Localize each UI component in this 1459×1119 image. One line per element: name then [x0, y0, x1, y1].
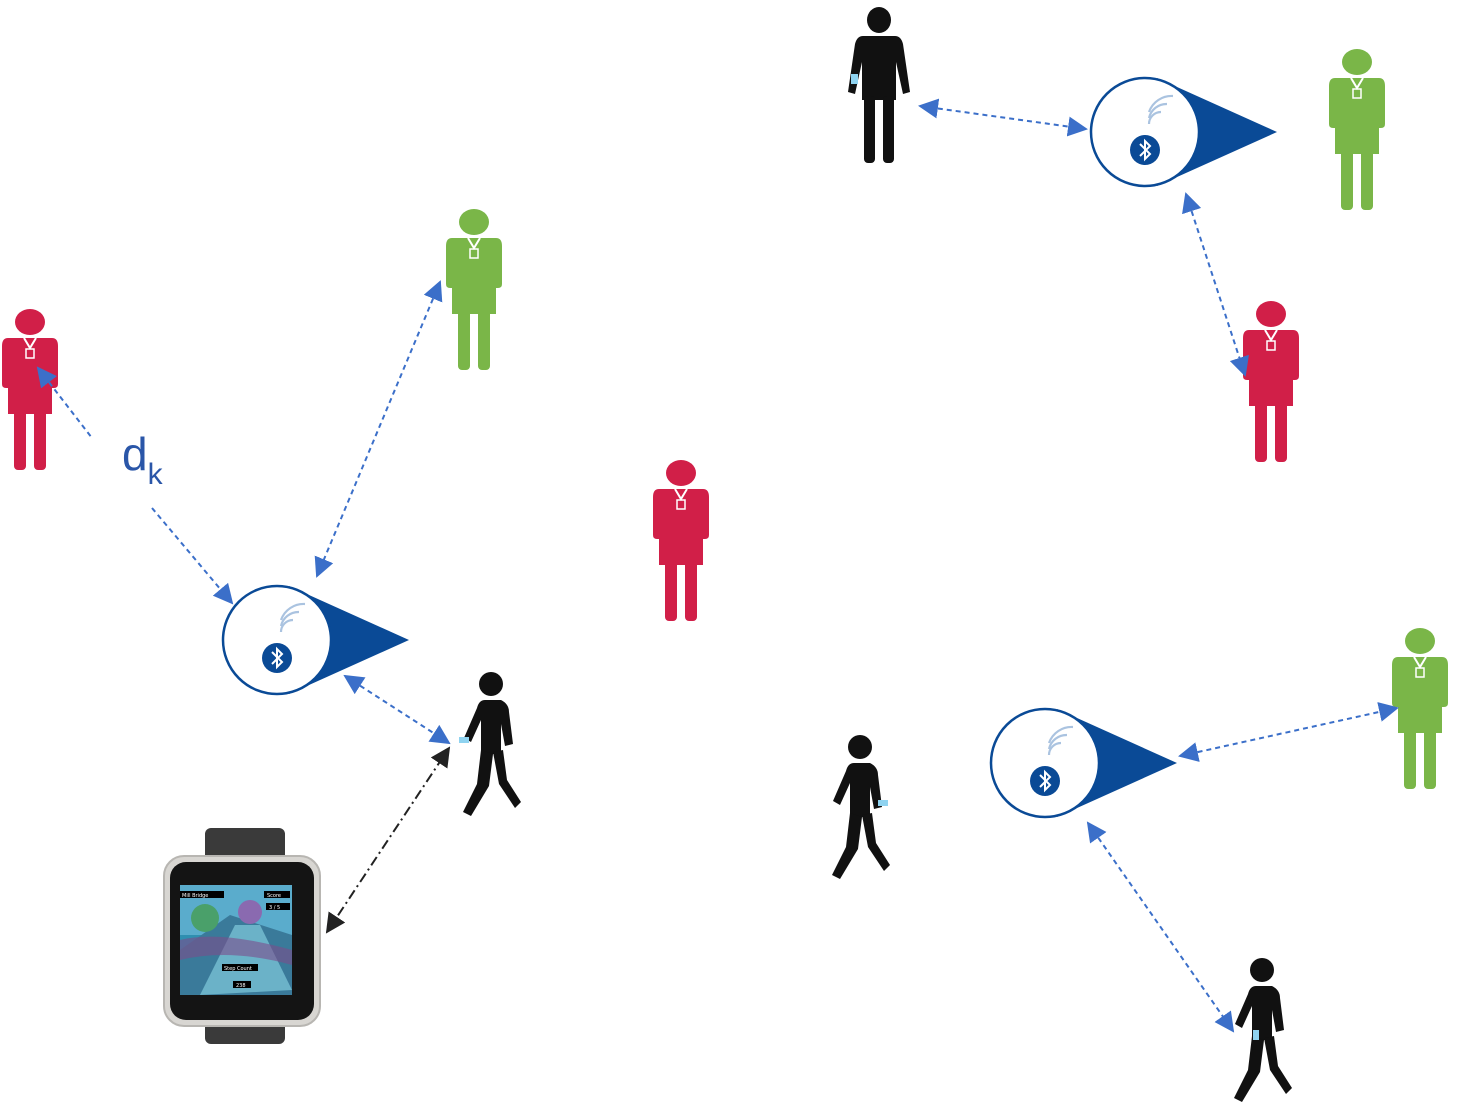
bluetooth-beacon-icon: [989, 707, 1179, 819]
watch-location: Mill Bridge: [182, 893, 208, 899]
watch-score-value: 3 / 5: [269, 905, 280, 911]
watch-step-label: Step Count: [224, 966, 252, 972]
tag-icon: [459, 737, 469, 743]
distance-arrow: [151, 507, 234, 605]
tag-icon: [851, 74, 858, 84]
bluetooth-beacon-icon: [221, 584, 411, 696]
distance-arrow: [36, 366, 93, 439]
proximity-links: [36, 98, 1399, 1033]
watch-step-value: 238: [236, 983, 246, 989]
walking-person-icon: [1234, 958, 1292, 1102]
green-person-icon: [1328, 48, 1386, 211]
link-arrow: [1086, 821, 1235, 1033]
green-person-icon: [1391, 627, 1449, 790]
walking-person-icon: [463, 672, 521, 816]
distance-label: dk: [122, 428, 164, 491]
smartwatch-icon: Mill Bridge Score 3 / 5 Step Count 238: [163, 828, 321, 1044]
bluetooth-beacon-icon: [1089, 76, 1279, 188]
distance-label-subscript: k: [148, 458, 164, 491]
watch-screen: Mill Bridge Score 3 / 5 Step Count 238: [180, 885, 292, 995]
tag-icon: [1253, 1030, 1259, 1040]
link-arrow: [918, 98, 1088, 137]
red-person-icon: [1242, 300, 1300, 463]
walking-person-icon: [832, 735, 890, 879]
green-person-icon: [445, 208, 503, 371]
pairing-arrow: [325, 746, 451, 934]
distance-label-base: d: [122, 428, 148, 480]
black-person-icon: [848, 7, 910, 163]
tag-icon: [878, 800, 888, 806]
link-arrow: [343, 674, 451, 745]
link-arrow: [1178, 702, 1399, 762]
watch-score-label: Score: [267, 893, 281, 899]
red-person-icon: [1, 308, 59, 471]
link-arrow: [314, 280, 443, 578]
red-person-icon: [652, 459, 710, 622]
link-arrow: [1182, 192, 1249, 377]
